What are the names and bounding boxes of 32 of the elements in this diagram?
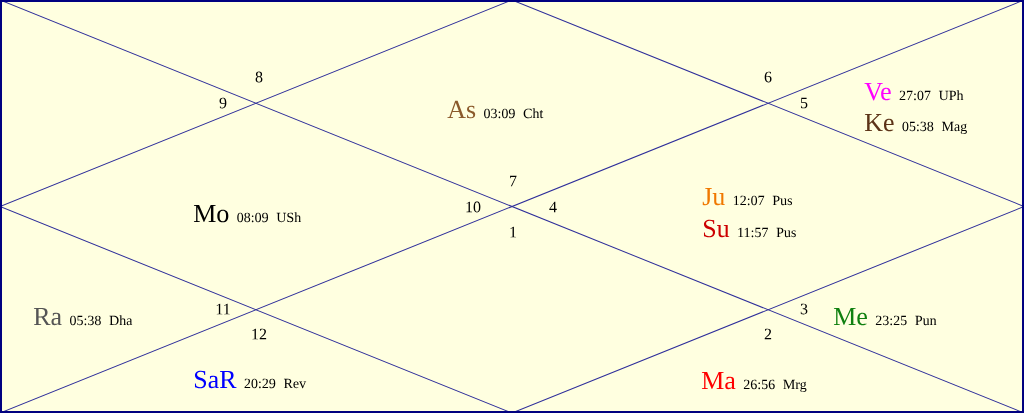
house-number: 8 (255, 71, 263, 83)
house-number: 10 (466, 201, 481, 213)
planet-name: Ra (33, 307, 62, 326)
planet-name: Mo (193, 204, 229, 223)
planet-position: 12:07 Pus (733, 195, 793, 206)
planet-position: 20:29 Rev (244, 378, 307, 389)
planet-position: 03:09 Cht (484, 108, 544, 119)
house-number: 1 (510, 226, 517, 238)
planet-position: 23:25 Pun (875, 315, 937, 326)
house-number: 4 (549, 201, 557, 213)
planet-position: 11:57 Pus (738, 227, 796, 238)
planet-position: 27:07 UPh (899, 90, 964, 101)
planet-position: 05:38 Dha (70, 315, 133, 326)
house-number: 5 (800, 97, 808, 109)
planet-name: Su (703, 219, 730, 238)
planet-name: Ve (864, 82, 891, 101)
planet-name: Ke (864, 113, 894, 132)
planet-position: 26:56 Mrg (743, 379, 807, 393)
house-number: 6 (764, 71, 772, 83)
house-number: 3 (800, 303, 808, 315)
house-number: 2 (764, 328, 772, 340)
house-number: 9 (219, 97, 227, 109)
planet-name: Ju (702, 187, 725, 206)
planet-position: 05:38 Mag (902, 121, 967, 135)
planet-name: Ma (701, 371, 736, 390)
house-number: 12 (252, 328, 267, 340)
planet-name: Me (833, 307, 867, 326)
planet-name: As (447, 100, 476, 119)
planet-position: 08:09 USh (237, 212, 302, 223)
planet-name: SaR (194, 370, 237, 389)
house-number: 7 (510, 175, 517, 187)
house-number: 11 (216, 303, 230, 315)
